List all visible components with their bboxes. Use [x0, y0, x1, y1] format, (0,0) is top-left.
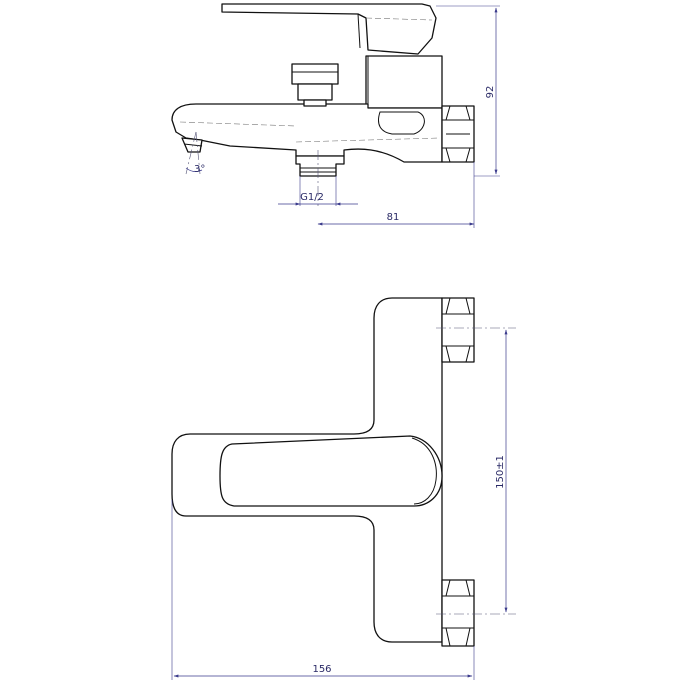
- lever-top-view: [219, 435, 443, 507]
- spout-body: [171, 103, 443, 163]
- dimension-centers: 150±1: [495, 455, 506, 489]
- side-view: [171, 3, 475, 206]
- hex-nut-bottom: [441, 579, 475, 647]
- diverter-knob: [291, 63, 339, 85]
- dimension-spout-length: 81: [387, 212, 400, 223]
- dimension-height: 92: [485, 86, 496, 99]
- top-view-dimensions: 150±1 156: [171, 329, 508, 680]
- dimension-width: 156: [312, 664, 331, 675]
- lever-handle: [221, 3, 437, 55]
- top-view: [171, 297, 516, 647]
- dimension-angle: 3°: [194, 164, 205, 175]
- hex-nut-top: [441, 297, 475, 363]
- cartridge-body: [365, 55, 443, 109]
- inlet-thread: [295, 155, 345, 177]
- side-view-dimensions: 92 G1/2 81 3°: [194, 5, 500, 228]
- dimension-thread: G1/2: [300, 192, 324, 203]
